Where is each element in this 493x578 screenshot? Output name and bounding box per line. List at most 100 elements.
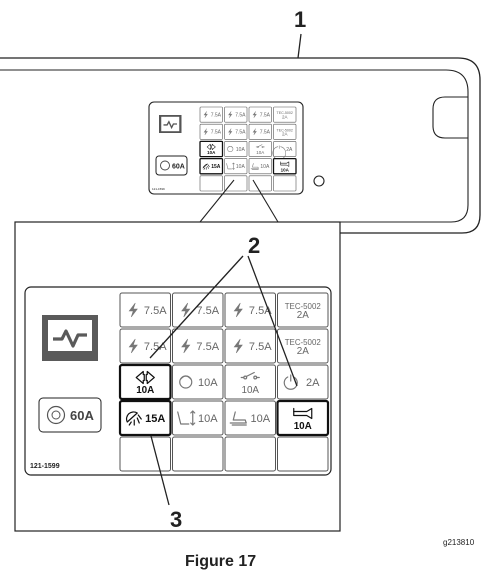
seat-icon [229,411,247,426]
small-manual-icon [159,115,182,133]
small-main-fuse: 60A [155,155,188,176]
fuse-slot-frame [199,123,223,140]
fuse-slot: 2A [272,141,297,160]
bolt-icon [181,302,191,318]
fuse-slot: 10A [272,157,297,175]
small-part-number: 121-1599 [152,187,165,191]
fuse-slot-frame [224,436,276,472]
part-number: 121-1599 [30,463,60,470]
fuse-slot: 7.5A [248,123,272,140]
turn-signal-icon [135,370,155,385]
bolt-icon [128,338,138,354]
fuse-slot: 10A [248,141,272,157]
fuse-slot-frame [224,328,276,364]
fuse-label: 7.5A [235,130,246,136]
fuse-label: TEC-5002 [277,111,293,115]
fuse-label: 7.5A [144,305,167,317]
fuse-slot-frame [172,292,224,328]
fuse-label: 10A [207,150,216,155]
fuse-slot: 10A [224,364,276,400]
mount-hole [313,175,325,187]
switch-icon [255,144,265,148]
fuse-label: 10A [136,385,154,396]
fuse-slot: 7.5A [224,292,276,328]
fuse-label: 10A [236,164,246,170]
fuse-label: 7.5A [260,112,271,118]
fuse-slot: 7.5A [199,106,223,123]
bolt-icon [233,338,243,354]
fuse-slot: 10A [199,140,224,158]
main-fuse-box: 60A [38,397,102,433]
bolt-icon [128,302,138,318]
fuse-block-notch [432,96,468,139]
callout-2: 2 [248,233,260,258]
zoom-leader-left [199,179,235,223]
fuse-block-outline [0,57,481,234]
fuse-slot: 10A [224,400,276,436]
engine-icon [46,405,66,425]
fuse-label: 7.5A [196,305,219,317]
fuse-slot-frame [119,328,171,364]
fuse-slot [277,436,329,472]
fuse-slot-frame [224,292,276,328]
fuse-slot-frame [273,123,297,140]
fuse-slot-frame [224,400,276,436]
seat-icon [250,163,259,170]
manual-icon [42,315,98,361]
fuse-slot [172,436,224,472]
fuse-slot: 7.5A [119,328,171,364]
fuse-slot: 7.5A [224,106,248,123]
fuse-slot-frame [118,363,172,401]
fuse-label: 7.5A [196,341,219,353]
fuse-slot: 10A [224,141,248,157]
zoom-leader-right [252,179,279,223]
fuse-slot-frame [224,123,248,140]
fuse-label: 15A [211,164,221,170]
fuse-label: 15A [145,413,165,425]
fuse-label-secondary: 2A [297,310,309,321]
fuse-label: 7.5A [249,341,272,353]
fuse-slot [273,175,297,192]
fuse-slot-frame [199,157,224,175]
fuse-slot-frame [224,364,276,400]
turn-signal-icon [206,143,216,150]
fuse-label: 7.5A [144,341,167,353]
callout-1: 1 [294,7,306,32]
fuse-label: 10A [281,167,290,172]
fuse-slot-frame [172,328,224,364]
figure-code: g213810 [443,538,475,547]
fuse-slot-frame [172,436,224,472]
fuse-slot-frame [248,141,272,157]
fuse-label: 10A [256,150,264,155]
fuse-label: 7.5A [235,112,246,118]
fuse-label: 2A [306,377,320,389]
callout-2-leader-b [247,255,298,387]
fuse-slot-frame [276,399,330,437]
fuse-slot-frame [119,436,171,472]
fuse-slot: 7.5A [248,106,272,123]
fuse-slot-frame [199,106,223,123]
fuse-slot: 10A [276,399,330,437]
fuse-slot-frame [199,175,223,192]
fuse-label: 10A [236,147,246,153]
horn-icon [293,407,313,420]
fuse-slot-frame [119,292,171,328]
fuse-slot-frame [277,364,329,400]
fuse-label: 10A [198,377,218,389]
bolt-icon [233,302,243,318]
fuse-label-secondary: 2A [282,131,288,136]
figure-caption: Figure 17 [185,553,256,570]
fuse-slot-frame [277,292,329,328]
fuse-slot-frame [199,140,224,158]
fuse-slot-frame [248,106,272,123]
ecu-icon [227,145,234,153]
fuse-label-secondary: 2A [282,114,288,119]
bolt-icon [228,111,233,118]
fuse-slot: 7.5A [119,292,171,328]
fuse-slot: 10A [172,364,224,400]
fuse-slot: 7.5A [172,328,224,364]
